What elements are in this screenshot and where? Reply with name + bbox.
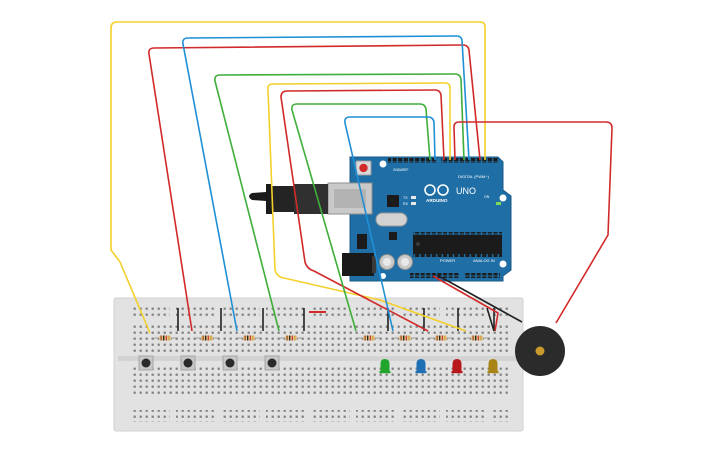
digital-header[interactable] [441,158,498,163]
on-label: ON [484,195,490,199]
mounting-hole [499,260,507,268]
leds [379,359,499,374]
wire-yellow-outer[interactable] [110,21,486,334]
led-yellow[interactable] [487,359,499,374]
microcontroller-chip [413,235,502,254]
resistor[interactable] [394,335,416,341]
power-header[interactable] [410,273,459,278]
push-button[interactable] [264,355,280,371]
resistor[interactable] [154,335,176,341]
analog-header-label: ANALOG IN [473,258,495,263]
led-blue[interactable] [415,359,427,374]
digital-header[interactable] [388,158,436,163]
center-channel [118,356,519,361]
resistor[interactable] [358,335,380,341]
push-buttons [138,355,280,371]
tx-label: TX [403,196,408,200]
wire-red-buzzer[interactable] [453,121,613,324]
dc-power-jack[interactable] [342,253,374,276]
mounting-hole [499,194,507,202]
digital-header-label: DIGITAL (PWM~) [458,174,490,179]
resistor[interactable] [430,335,452,341]
push-button[interactable] [180,355,196,371]
ground-wires[interactable] [177,308,495,331]
wire-red-outer[interactable] [148,44,481,332]
mounting-hole [380,273,386,279]
crystal-oscillator [375,212,408,227]
wire-green-inner[interactable] [291,103,431,332]
usb-cable[interactable] [249,184,328,214]
resistor[interactable] [466,335,488,341]
resistor[interactable] [196,335,218,341]
arduino-logo-icon [424,184,449,196]
wire-black-buzzer[interactable] [486,307,495,332]
led-red[interactable] [451,359,463,374]
push-button[interactable] [138,355,154,371]
resistor[interactable] [280,335,302,341]
breadboard [113,297,524,432]
gnd-label: GND [393,168,401,172]
wire-blue-inner[interactable] [344,116,436,332]
model-label: UNO [456,186,476,196]
wire-green-outer[interactable] [214,73,465,332]
resistors [154,335,488,341]
arduino-uno-board: TX RX ON ARDUINO UNO AREF GND DIGITAL (P… [327,156,512,282]
wire-blue-outer[interactable] [182,35,470,332]
wire-red-inner[interactable] [280,89,445,332]
piezo-buzzer[interactable] [515,326,565,376]
voltage-regulator [357,234,367,249]
wire-red-power[interactable] [432,275,499,332]
led-green[interactable] [379,359,391,374]
analog-header[interactable] [464,273,500,278]
rx-label: RX [403,202,409,206]
bottom-power-rail [132,410,508,422]
resistor[interactable] [238,335,260,341]
aref-label: AREF [400,168,409,172]
power-header-label: POWER [440,258,455,263]
brand-label: ARDUINO [426,198,448,203]
mounting-hole [379,160,387,168]
usb-chip [387,195,399,207]
push-button[interactable] [222,355,238,371]
terminal-strip-lower [132,366,508,396]
wire-black-ground[interactable] [436,274,523,323]
wire-yellow-inner[interactable] [267,82,467,332]
